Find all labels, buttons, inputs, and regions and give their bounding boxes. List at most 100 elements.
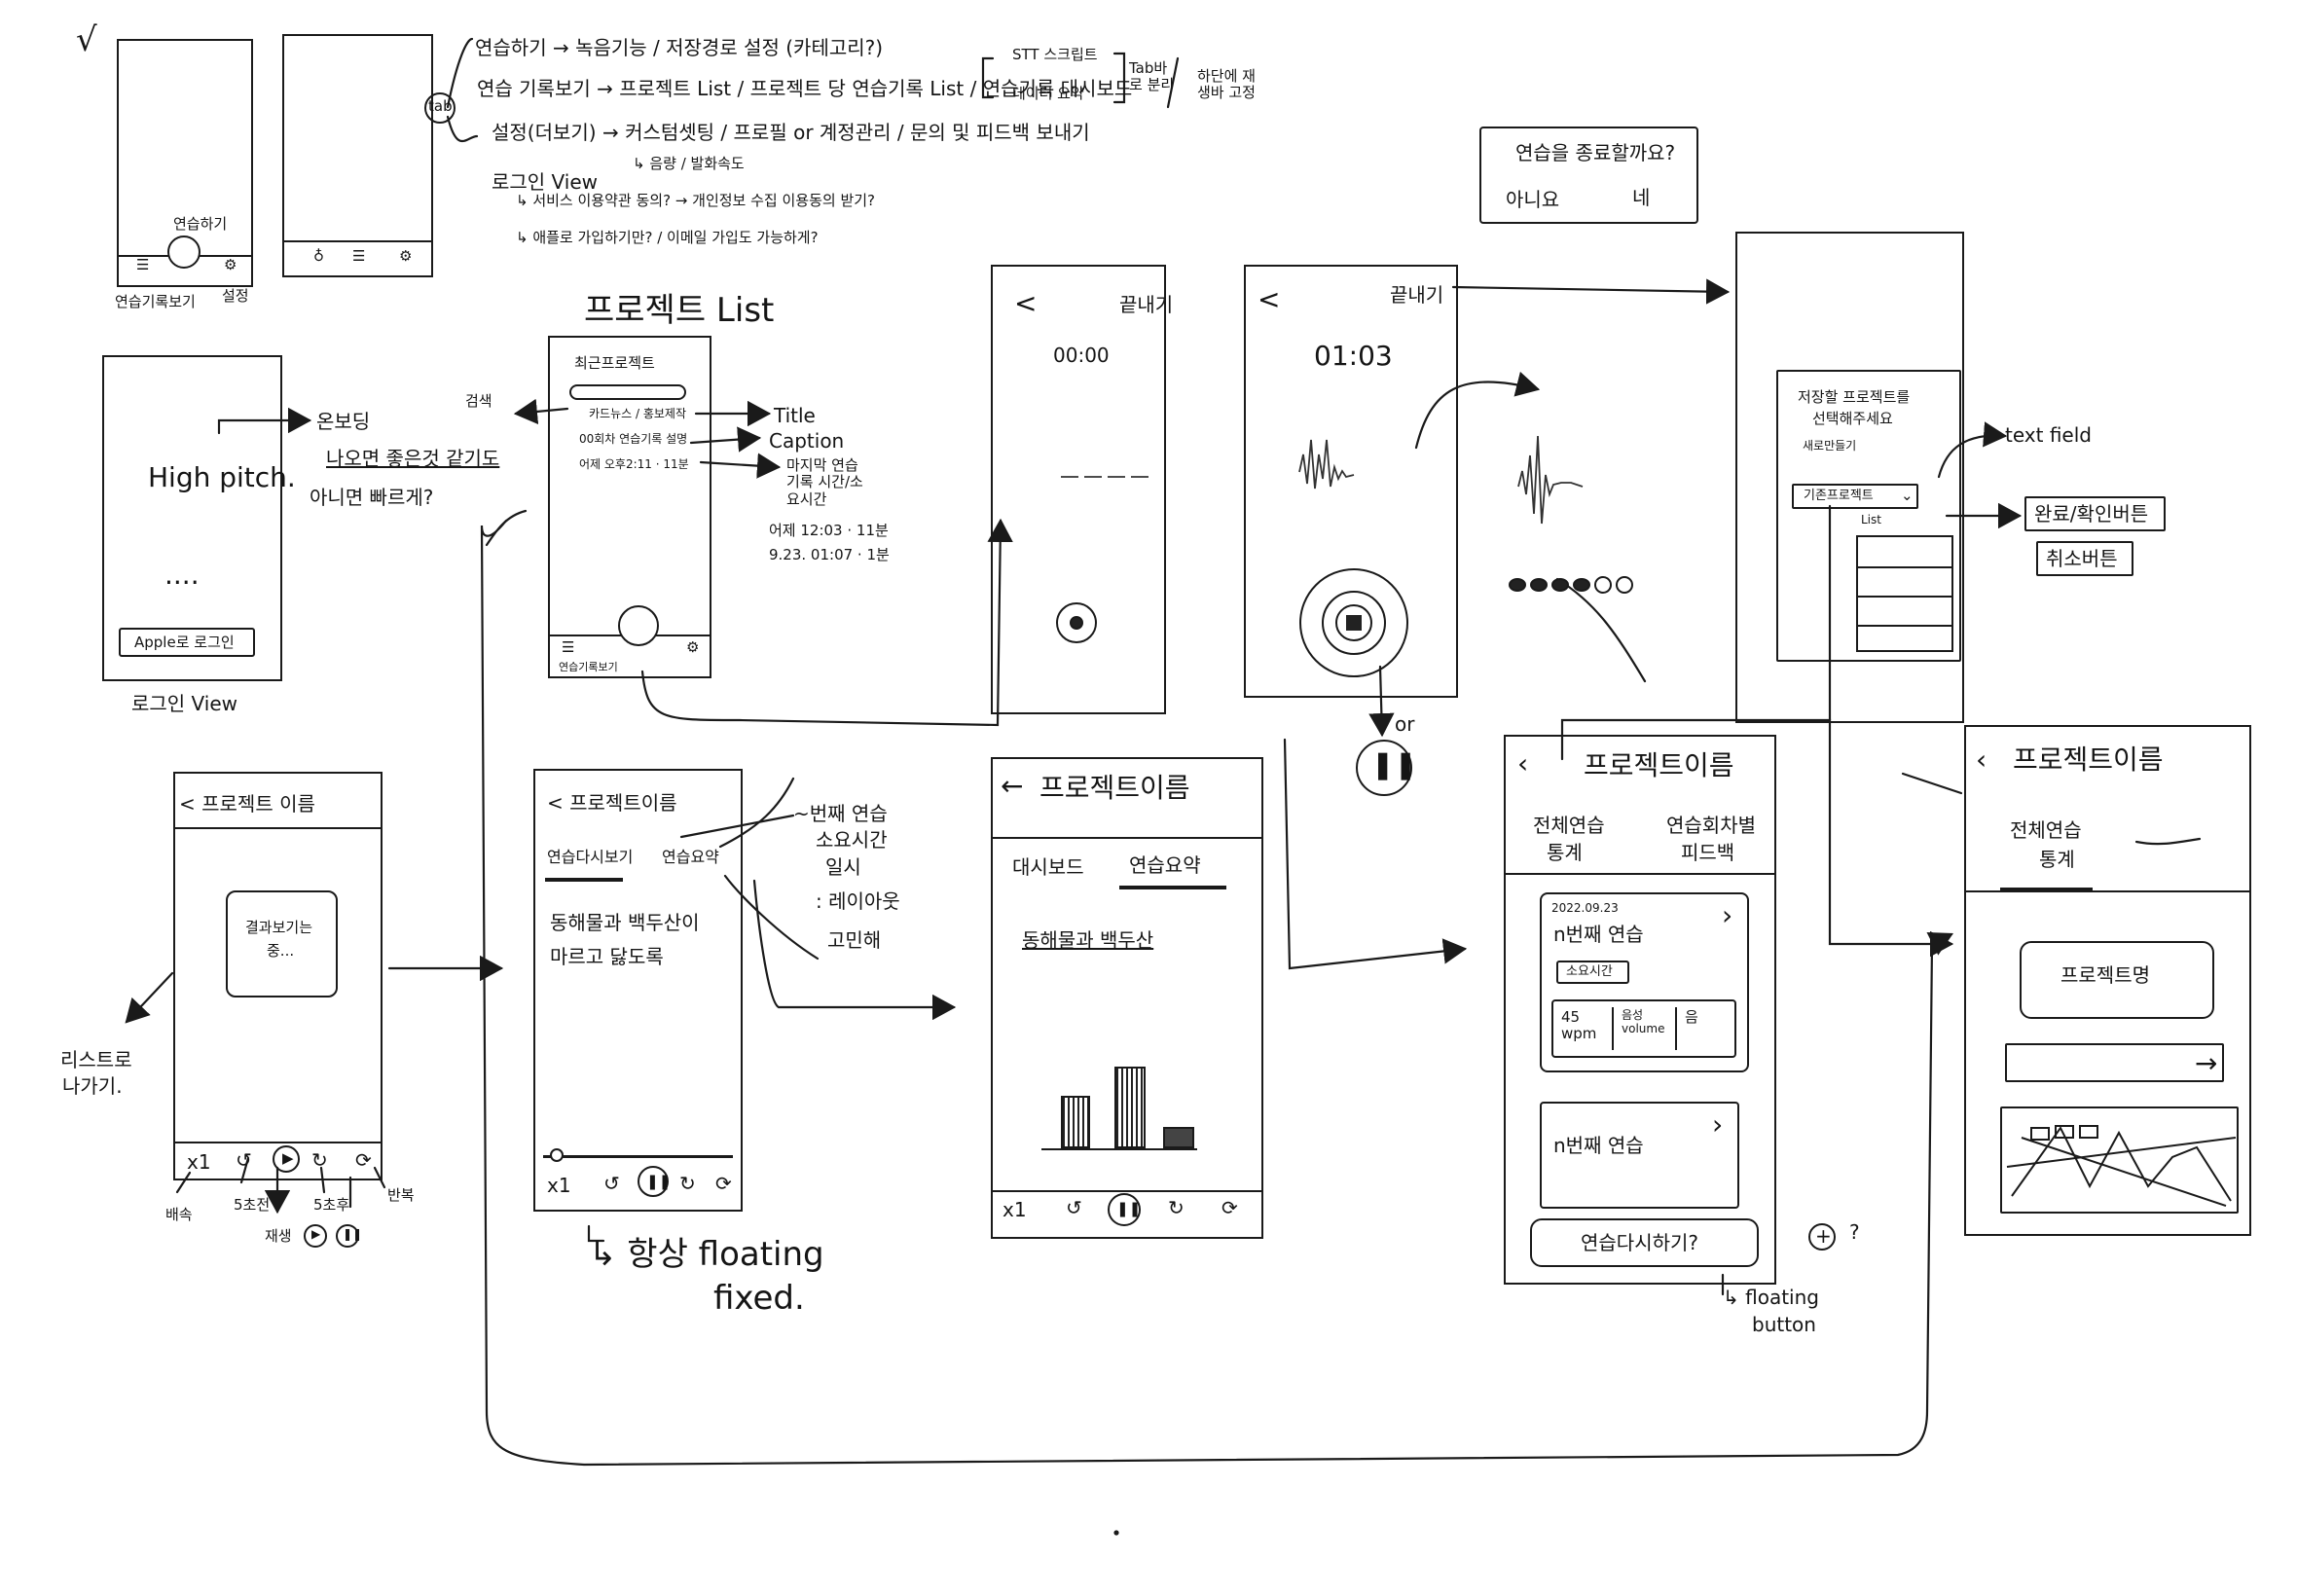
project-title: 프로젝트이름 <box>1584 749 1734 781</box>
annot-title: Title <box>774 404 816 427</box>
mic-icon: ♁ <box>313 247 324 265</box>
tab-feedback-2[interactable]: 피드백 <box>1681 841 1735 864</box>
practice-card-2[interactable]: n번째 연습 › <box>1540 1102 1739 1209</box>
pause-button[interactable]: ❚❚ <box>1108 1193 1141 1226</box>
menu-icon: ☰ <box>136 256 150 273</box>
annot-caption: Caption <box>769 429 845 453</box>
list-item-1[interactable]: 카드뉴스 / 홍보제작 <box>589 407 686 420</box>
record-dot-icon <box>1070 616 1083 630</box>
label-play: 재생 <box>265 1227 292 1245</box>
back-icon[interactable]: ‹ <box>1976 744 1987 776</box>
speed-button[interactable]: x1 <box>1003 1198 1027 1221</box>
speed-button[interactable]: x1 <box>547 1174 571 1197</box>
recorder-frame-1: < 끝내기 00:00 <box>991 265 1173 714</box>
annot-last: 마지막 연습기록 시간/소요시간 <box>786 456 863 508</box>
back-icon[interactable]: ← <box>1001 770 1024 802</box>
annot-floating-2: fixed. <box>713 1279 805 1318</box>
existing-project-select[interactable]: 기존프로젝트 ⌄ <box>1792 484 1918 509</box>
tab-replay[interactable]: 연습다시보기 <box>547 848 634 866</box>
card2-title: n번째 연습 <box>1553 1134 1644 1157</box>
mic-button[interactable] <box>167 236 201 269</box>
play-icon: ▶ <box>282 1149 294 1167</box>
card-tag-label: 소요시간 <box>1566 964 1613 979</box>
pause-button[interactable]: ❚❚ <box>638 1166 672 1197</box>
note-row-3: 설정(더보기) → 커스텀셋팅 / 프로필 or 계정관리 / 문의 및 피드백… <box>492 121 1090 144</box>
list-item-3[interactable]: 어제 오후2:11 · 11분 <box>579 457 689 471</box>
annot-example-2: 9.23. 01:07 · 1분 <box>769 546 890 563</box>
plus-icon[interactable]: + <box>1808 1223 1836 1251</box>
forward-5-icon[interactable]: ↻ <box>679 1172 696 1195</box>
end-practice-dialog: 연습을 종료할까요? 아니요 네 <box>1479 127 1698 224</box>
rewind-icon[interactable]: ↺ <box>1066 1196 1082 1219</box>
back-button[interactable]: < <box>1014 287 1038 319</box>
card-duration-tag: 소요시간 <box>1556 961 1629 984</box>
gear-icon: ⚙ <box>224 256 237 273</box>
dialog-question: 연습을 종료할까요? <box>1515 141 1676 164</box>
forward-5-icon[interactable]: ↻ <box>311 1148 328 1172</box>
tab-stats-1[interactable]: 전체연습 <box>2010 818 2082 842</box>
metric-extra: 음 <box>1685 1008 1698 1026</box>
mic-record-button[interactable] <box>618 605 659 646</box>
search-input[interactable] <box>569 384 686 400</box>
tab-badge <box>424 92 456 124</box>
annot-back-1: 리스트로 <box>60 1048 132 1071</box>
apple-login-button[interactable]: Apple로 로그인 <box>119 628 255 657</box>
stats-chart-lines <box>2006 1125 2237 1207</box>
script-line-2: 마르고 닳도록 <box>550 945 664 968</box>
chevron-right-icon: › <box>1712 1108 1724 1141</box>
rewind-5-icon[interactable]: ↺ <box>236 1148 252 1172</box>
login-caption: 로그인 View <box>131 692 238 715</box>
repeat-icon[interactable]: ⟳ <box>715 1172 732 1195</box>
list-options[interactable] <box>1856 535 1953 652</box>
end-button[interactable]: 끝내기 <box>1119 293 1174 316</box>
apple-login-label: Apple로 로그인 <box>134 634 235 651</box>
speed-button[interactable]: x1 <box>187 1150 211 1174</box>
annot-think: 고민해 <box>827 928 882 952</box>
pause-button[interactable]: ❚❚ <box>1356 740 1417 796</box>
project-title: 프로젝트이름 <box>2013 744 2164 776</box>
new-project-field[interactable]: 새로만들기 <box>1803 439 1857 453</box>
play-button[interactable]: ▶ <box>273 1145 300 1173</box>
pause-icon: ❚❚ <box>646 1173 672 1190</box>
project-title: < 프로젝트 이름 <box>179 792 315 816</box>
dialog-no-button[interactable]: 아니요 <box>1506 188 1560 211</box>
practice-card-1[interactable]: 2022.09.23 n번째 연습 › 소요시간 45 wpm 음성 volum… <box>1540 892 1749 1072</box>
progress-bar[interactable] <box>543 1155 733 1158</box>
list-item-2[interactable]: 00회차 연습기록 설명 <box>579 432 688 446</box>
label-records: 연습기록보기 <box>115 293 196 310</box>
bar-chart <box>1041 1051 1197 1150</box>
tab-summary[interactable]: 연습요약 <box>662 848 719 866</box>
back-button[interactable]: < <box>1258 283 1281 315</box>
practice-again-button[interactable]: 연습다시하기? <box>1530 1218 1759 1267</box>
tab-stats-2[interactable]: 통계 <box>1547 841 1583 864</box>
progress-thumb[interactable] <box>550 1148 564 1162</box>
dialog-yes-button[interactable]: 네 <box>1632 186 1651 209</box>
tab-summary[interactable]: 연습요약 <box>1129 853 1201 877</box>
stop-button[interactable] <box>1335 604 1372 641</box>
label-repeat: 반복 <box>387 1186 415 1204</box>
login-annot-2: 아니면 빠르게? <box>310 486 434 509</box>
record-button[interactable] <box>1056 602 1097 643</box>
repeat-icon[interactable]: ⟳ <box>355 1148 372 1172</box>
note-stt: STT 스크립트 <box>1012 46 1098 63</box>
login-pitch-text: High pitch. <box>148 461 296 493</box>
arrow-right-icon: → <box>2195 1047 2218 1079</box>
tab-stats-1[interactable]: 전체연습 <box>1533 814 1605 837</box>
tab-stats-2[interactable]: 통계 <box>2039 848 2075 871</box>
forward-icon[interactable]: ↻ <box>1168 1196 1185 1219</box>
chevron-down-icon: ⌄ <box>1901 487 1914 504</box>
annot-round: ~번째 연습 <box>793 802 888 825</box>
end-button[interactable]: 끝내기 <box>1390 283 1444 307</box>
annot-text-field: text field <box>2005 423 2092 447</box>
save-line-2: 선택해주세요 <box>1812 410 1893 427</box>
chevron-right-icon: › <box>1722 899 1733 931</box>
repeat-icon[interactable]: ⟳ <box>1221 1196 1238 1219</box>
script-line-1: 동해물과 백두산이 <box>550 911 700 934</box>
list-label: List <box>1861 513 1881 526</box>
tab-feedback-1[interactable]: 연습회차별 <box>1666 814 1756 837</box>
rewind-5-icon[interactable]: ↺ <box>603 1172 620 1195</box>
annot-floating-btn-1: ↳ floating <box>1723 1286 1819 1309</box>
tab-dashboard[interactable]: 대시보드 <box>1012 855 1084 879</box>
back-icon[interactable]: ‹ <box>1517 747 1529 780</box>
